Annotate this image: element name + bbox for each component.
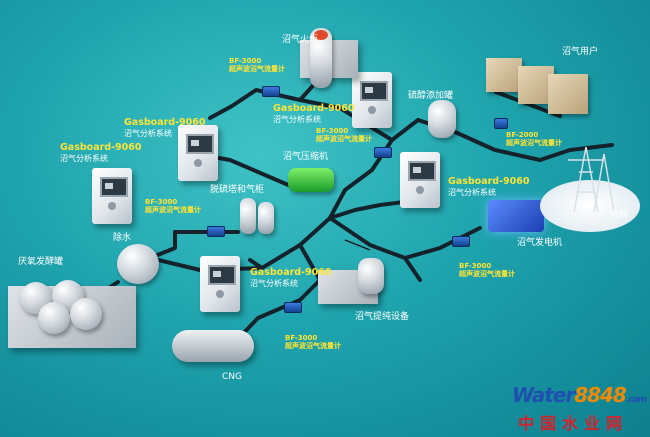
analyzer-desc: 沼气分析系统 xyxy=(124,128,172,138)
flowmeter-model: BF-3000 xyxy=(229,57,262,65)
user-house xyxy=(548,74,588,114)
analyzer-desc: 沼气分析系统 xyxy=(448,187,496,197)
compressor-icon xyxy=(288,168,334,192)
analyzer-cabinet xyxy=(352,72,392,128)
watermark-suffix: .com xyxy=(625,395,647,405)
flowmeter-icon xyxy=(262,86,280,97)
analyzer-label: Gasboard-9060 沼气分析系统 xyxy=(448,176,530,197)
flowmeter-desc: 超声波沼气流量计 xyxy=(459,270,515,279)
alcohol-tank xyxy=(428,100,456,138)
torch-label: 沼气火炬 xyxy=(282,35,319,45)
desulfurization-label: 脱硫塔和气柜 xyxy=(210,185,265,195)
torch-stack xyxy=(310,28,332,88)
purification-label: 沼气提纯设备 xyxy=(355,312,410,322)
analyzer-cabinet xyxy=(200,256,240,312)
flowmeter-model: BF-2000 xyxy=(506,131,539,139)
digester-tank xyxy=(38,302,70,334)
flowmeter-icon xyxy=(374,147,392,158)
watermark: Water8848.com 中国水业网 xyxy=(500,383,650,437)
flowmeter-icon xyxy=(494,118,508,129)
analyzer-model: Gasboard-9060 xyxy=(124,117,206,128)
flowmeter-icon xyxy=(284,302,302,313)
digester-label: 厌氧发酵罐 xyxy=(18,257,64,267)
flowmeter-desc: 超声波沼气流量计 xyxy=(285,342,341,351)
cng-label: CNG xyxy=(222,372,242,382)
analyzer-model: Gasboard-9060 xyxy=(250,267,332,278)
watermark-brand-a: Water xyxy=(512,383,575,407)
flowmeter-desc: 超声波沼气流量计 xyxy=(506,139,562,148)
flowmeter-desc: 超声波沼气流量计 xyxy=(145,206,201,215)
analyzer-desc: 沼气分析系统 xyxy=(60,153,108,163)
analyzer-desc: 沼气分析系统 xyxy=(250,278,298,288)
flowmeter-model: BF-3000 xyxy=(316,127,349,135)
torch-flame-icon xyxy=(314,30,328,40)
flowmeter-model: BF-3000 xyxy=(145,198,178,206)
analyzer-cabinet xyxy=(400,152,440,208)
user-house xyxy=(486,58,522,92)
digester-tank xyxy=(70,298,102,330)
analyzer-model: Gasboard-9060 xyxy=(60,142,142,153)
flowmeter-label: BF-3000 超声波沼气流量计 xyxy=(229,57,285,73)
watermark-cn: 中国水业网 xyxy=(518,414,629,433)
flowmeter-model: BF-3000 xyxy=(459,262,492,270)
analyzer-model: Gasboard-9060 xyxy=(273,103,355,114)
flowmeter-label: BF-3000 超声波沼气流量计 xyxy=(316,127,372,143)
dewater-label: 除水 xyxy=(113,233,132,243)
compressor-label: 沼气压缩机 xyxy=(283,152,329,162)
analyzer-label: Gasboard-9060 沼气分析系统 xyxy=(60,142,142,163)
flowmeter-label: BF-3000 超声波沼气流量计 xyxy=(459,262,515,278)
flowmeter-icon xyxy=(207,226,225,237)
grid-base xyxy=(540,180,640,232)
cng-tank xyxy=(172,330,254,362)
grid-label: 电网 xyxy=(610,210,629,220)
analyzer-desc: 沼气分析系统 xyxy=(273,114,321,124)
watermark-brand: Water8848.com xyxy=(512,383,647,407)
dual-flowmeter-label: BF-2000 超声波沼气流量计 xyxy=(506,131,562,147)
flowmeter-label: BF-3000 超声波沼气流量计 xyxy=(285,334,341,350)
analyzer-cabinet xyxy=(178,125,218,181)
analyzer-model: Gasboard-9060 xyxy=(448,176,530,187)
desulfurization-tower xyxy=(258,202,274,234)
dewater-tank xyxy=(117,244,159,284)
generator-label: 沼气发电机 xyxy=(517,238,563,248)
analyzer-cabinet xyxy=(92,168,132,224)
flowmeter-model: BF-3000 xyxy=(285,334,318,342)
analyzer-label: Gasboard-9060 沼气分析系统 xyxy=(124,117,206,138)
flowmeter-desc: 超声波沼气流量计 xyxy=(316,135,372,144)
flowmeter-label: BF-3000 超声波沼气流量计 xyxy=(145,198,201,214)
purification-column xyxy=(358,258,384,294)
analyzer-label: Gasboard-9060 沼气分析系统 xyxy=(250,267,332,288)
flowmeter-icon xyxy=(452,236,470,247)
users-label: 沼气用户 xyxy=(562,47,599,57)
alcohol-tank-label: 硫醇添加罐 xyxy=(408,91,454,101)
watermark-brand-b: 8848 xyxy=(574,383,627,407)
analyzer-label: Gasboard-9060 沼气分析系统 xyxy=(273,103,355,124)
power-tower-icon xyxy=(568,146,615,212)
generator-icon xyxy=(488,200,544,232)
desulfurization-tower xyxy=(240,198,256,234)
flowmeter-desc: 超声波沼气流量计 xyxy=(229,65,285,74)
